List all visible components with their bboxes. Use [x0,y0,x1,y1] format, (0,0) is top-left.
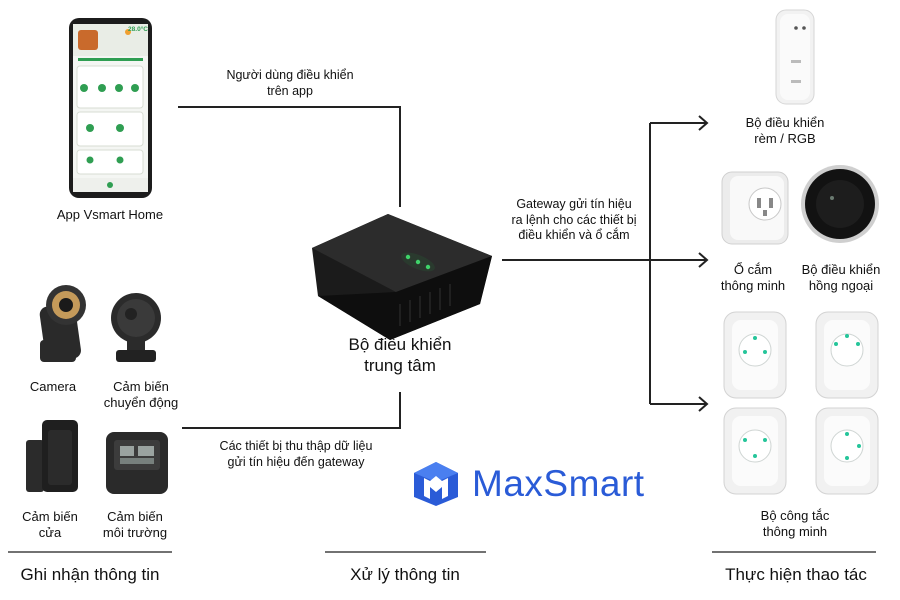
smart-switch-label-line2: thông minh [762,524,828,540]
app-control-text-line1: Người dùng điều khiển [226,68,354,82]
environment-sensor-label-line1: Cảm biến [107,509,163,524]
hub-label-line1: Bộ điều khiển [348,335,452,354]
arrow-head-plug [698,252,709,268]
smart-switch-label-line1: Bộ công tắc [760,508,830,523]
environment-sensor-icon [106,432,168,494]
motion-sensor-label-line2: chuyển động [103,395,179,411]
phone-icon [69,18,152,198]
hub-label: Bộ điều khiển trung tâm [320,334,480,377]
phone-temperature: 28.0°C [128,26,148,33]
ir-controller-label-line2: hồng ngoại [808,278,874,294]
smart-switch-label: Bộ công tắc thông minh [740,508,850,541]
smart-plug-icon [721,171,789,245]
motion-sensor-label-line1: Cảm biến [113,379,169,394]
smart-switch-icon-1 [723,311,787,399]
gateway-text-line2: ra lệnh cho các thiết bị [511,212,637,227]
section-process: Xử lý thông tin [350,565,460,584]
brand-name: MaxSmart [472,463,645,504]
door-sensor-label-line1: Cảm biến [22,509,78,524]
collect-text-line2: gửi tín hiệu đến gateway [227,454,365,469]
app-label: App Vsmart Home [56,207,164,222]
gateway-text-line1: Gateway gửi tín hiệu [516,197,632,211]
ir-controller-label: Bộ điều khiển hồng ngoại [786,262,896,295]
arrow-head-switch [698,396,709,412]
environment-sensor-label: Cảm biến môi trường [90,509,180,542]
smart-switch-icon-2 [815,311,879,399]
curtain-controller-label-line2: rèm / RGB [754,131,816,147]
gateway-hub-icon [312,214,492,340]
arrow-head-curtain [698,115,709,131]
smart-plug-label-line2: thông minh [720,278,786,294]
camera-label: Camera [29,379,77,394]
smart-plug-label: Ổ cắm thông minh [708,262,798,295]
ir-controller-label-line1: Bộ điều khiển [801,262,881,277]
ir-controller-icon [801,165,879,243]
app-hub-connector [178,106,401,207]
door-sensor-label-line2: cửa [38,525,62,541]
app-control-text: Người dùng điều khiển trên app [200,68,380,99]
collect-text: Các thiết bị thu thập dữ liệu gửi tín hi… [196,439,396,470]
gateway-text-line3: điều khiển và ổ cắm [518,228,630,243]
motion-sensor-label: Cảm biến chuyển động [96,379,186,412]
smart-switch-icon-4 [815,407,879,495]
brand: MaxSmart [410,460,645,508]
curtain-controller-label: Bộ điều khiển rèm / RGB [730,115,840,148]
sensors-hub-connector [182,392,401,429]
door-sensor-icon [26,420,78,492]
section-capture: Ghi nhận thông tin [20,565,160,584]
smart-plug-label-line1: Ổ cắm [733,262,773,277]
curtain-controller-label-line1: Bộ điều khiển [745,115,825,130]
app-control-text-line2: trên app [267,83,313,98]
section-execute: Thực hiện thao tác [725,565,867,584]
door-sensor-label: Cảm biến cửa [10,509,90,542]
motion-sensor-icon [111,293,161,362]
hub-label-line2: trung tâm [364,356,436,376]
gateway-text: Gateway gửi tín hiệu ra lệnh cho các thi… [494,197,654,244]
smart-switch-icon-3 [723,407,787,495]
maxsmart-logo-icon [414,462,458,506]
curtain-controller-icon [775,9,815,105]
collect-text-line1: Các thiết bị thu thập dữ liệu [219,439,373,453]
environment-sensor-label-line2: môi trường [102,525,168,541]
camera-icon [39,285,86,362]
